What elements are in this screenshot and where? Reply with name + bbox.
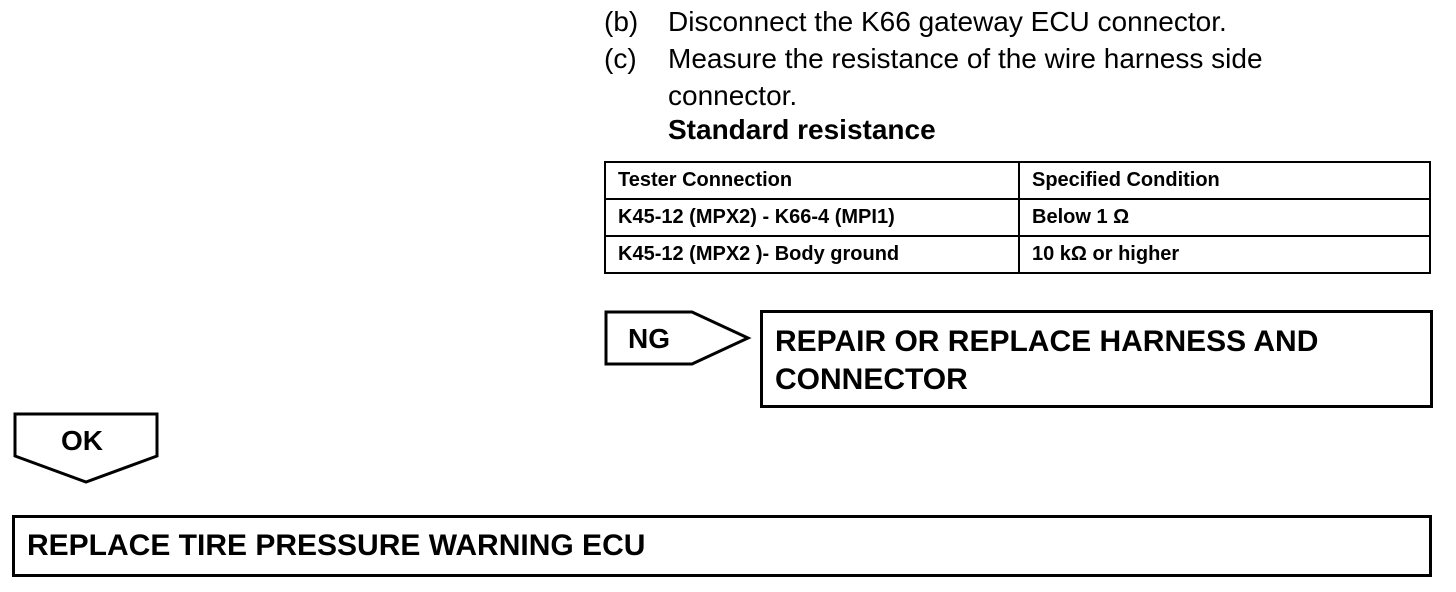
cell-specified-condition: 10 kΩ or higher (1018, 235, 1431, 274)
standard-resistance-heading: Standard resistance (668, 114, 936, 145)
step-b-marker: (b) (604, 6, 639, 37)
cell-tester-connection: K45-12 (MPX2) - K66-4 (MPI1) (604, 198, 1020, 237)
step-c-marker: (c) (604, 43, 637, 74)
ok-label: OK (61, 425, 103, 456)
cell-specified-condition: Below 1 Ω (1018, 198, 1431, 237)
cell-tester-connection: K45-12 (MPX2 )- Body ground (604, 235, 1020, 274)
ng-label: NG (628, 323, 670, 354)
table-header-row: Tester Connection Specified Condition (604, 161, 1431, 200)
ok-arrow-shape (13, 412, 159, 484)
step-c-text: Measure the resistance of the wire harne… (668, 43, 1263, 74)
header-tester-connection: Tester Connection (604, 161, 1020, 200)
resistance-spec-table: Tester Connection Specified Condition K4… (604, 161, 1431, 274)
table-row: K45-12 (MPX2 )- Body ground 10 kΩ or hig… (604, 235, 1431, 274)
ng-result-box: REPAIR OR REPLACE HARNESS AND CONNECTOR (760, 310, 1433, 408)
header-specified-condition: Specified Condition (1018, 161, 1431, 200)
ok-result-box: REPLACE TIRE PRESSURE WARNING ECU (12, 515, 1432, 577)
ok-arrow-tag: OK (13, 412, 159, 484)
step-c-text-continued: connector. (668, 80, 798, 111)
ng-result-line-1: REPAIR OR REPLACE HARNESS AND (775, 325, 1319, 358)
ng-arrow-shape (604, 310, 752, 366)
table-row: K45-12 (MPX2) - K66-4 (MPI1) Below 1 Ω (604, 198, 1431, 237)
ng-arrow-tag: NG (604, 310, 752, 366)
ng-result-line-2: CONNECTOR (775, 363, 968, 396)
step-b-text: Disconnect the K66 gateway ECU connector… (668, 6, 1227, 37)
